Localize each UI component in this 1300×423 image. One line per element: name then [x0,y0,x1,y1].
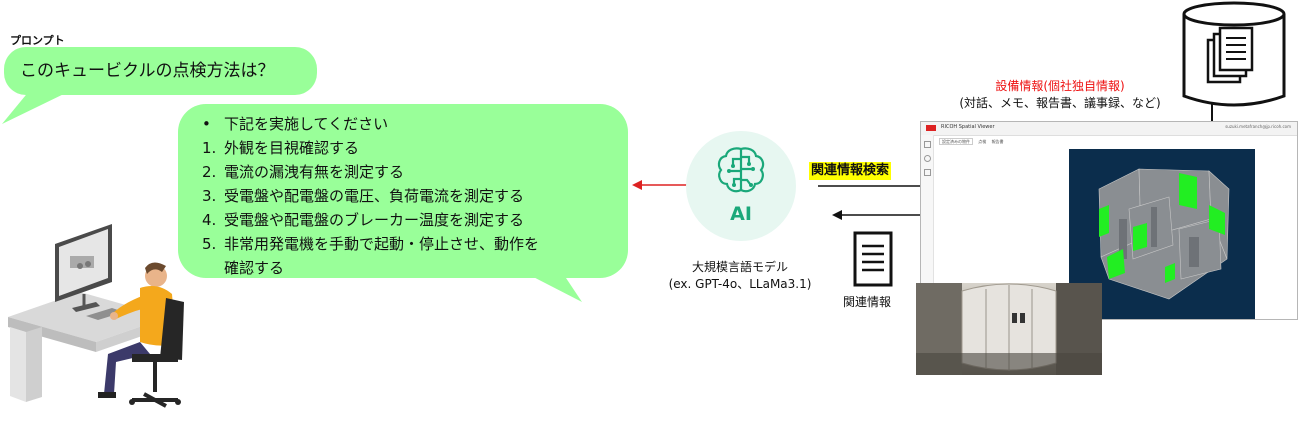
brain-circuit-icon [717,147,765,193]
answer-heading-row: • 下記を実施してください [202,112,628,136]
ai-model-node: AI [686,131,796,241]
related-info-label: 関連情報 [843,295,892,309]
ai-caption-title: 大規模言語モデル [691,260,788,274]
sidebar-icon[interactable] [924,141,931,148]
pointcloud-3d-model [1098,168,1230,300]
answer-bubble: •下記を実施してください 1.外観を目視確認する 2.電流の漏洩有無を測定する … [178,104,628,278]
prompt-question: このキュービクルの点検方法は？ [20,61,275,81]
database-icon [1182,1,1286,107]
answer-item: 2. 電流の漏洩有無を測定する [202,160,628,184]
viewer-tab[interactable]: 点検 [978,139,987,144]
database-subtitle: (対話、メモ、報告書、議事録、など) [959,96,1161,110]
answer-item-number: 1. [202,139,217,157]
answer-item: 5. 非常用発電機を手動で起動・停止させ、動作を [202,232,628,256]
viewer-tab[interactable]: 報告書 [991,139,1004,144]
bubble-tail-prompt [2,90,72,124]
viewer-titlebar: RICOH Spatial Viewer suzuki.metafranch@j… [921,122,1297,136]
person-at-desk-illustration [8,224,184,408]
prompt-label: プロンプト [10,34,65,47]
answer-item-text: 非常用発電機を手動で起動・停止させ、動作を [224,235,540,253]
panorama-photo [916,283,1102,375]
answer-item: 4. 受電盤や配電盤のブレーカー温度を測定する [202,208,628,232]
ai-caption-examples: (ex. GPT-4o、LLaMa3.1) [668,277,812,291]
ai-label: AI [730,203,752,225]
prompt-bubble: このキュービクルの点検方法は？ [4,47,317,95]
answer-item: 1. 外観を目視確認する [202,136,628,160]
answer-item-number: 3. [202,187,217,205]
response-arrow [632,180,688,190]
answer-item-continuation-text: 確認する [224,259,285,277]
app-logo-icon [926,125,936,131]
sidebar-icon[interactable] [924,155,931,162]
viewer-user: suzuki.metafranch@jp.ricoh.com [1225,124,1291,129]
answer-item-continuation: 確認する [202,256,628,280]
answer-item-number: 2. [202,163,217,181]
document-icon [853,231,893,287]
answer-item-number: 5. [202,235,217,253]
answer-heading: 下記を実施してください [224,115,389,133]
answer-item-text: 受電盤や配電盤のブレーカー温度を測定する [224,211,525,229]
viewer-tabs: 設定済みの物件 点検 報告書 [939,138,1004,145]
answer-item-number: 4. [202,211,217,229]
database-title: 設備情報(個社独自情報) [995,79,1125,93]
sidebar-icon[interactable] [924,169,931,176]
panorama-scene [916,283,1102,375]
answer-item-text: 外観を目視確認する [224,139,360,157]
viewer-sidebar [921,135,934,319]
answer-item-text: 受電盤や配電盤の電圧、負荷電流を測定する [224,187,525,205]
viewer-app-title: RICOH Spatial Viewer [941,124,995,130]
search-label: 関連情報検索 [809,162,892,180]
answer-bullet: • [202,115,211,133]
viewer-tab[interactable]: 設定済みの物件 [939,138,973,145]
answer-item: 3. 受電盤や配電盤の電圧、負荷電流を測定する [202,184,628,208]
answer-item-text: 電流の漏洩有無を測定する [224,163,405,181]
ai-caption: 大規模言語モデル (ex. GPT-4o、LLaMa3.1) [650,259,830,293]
